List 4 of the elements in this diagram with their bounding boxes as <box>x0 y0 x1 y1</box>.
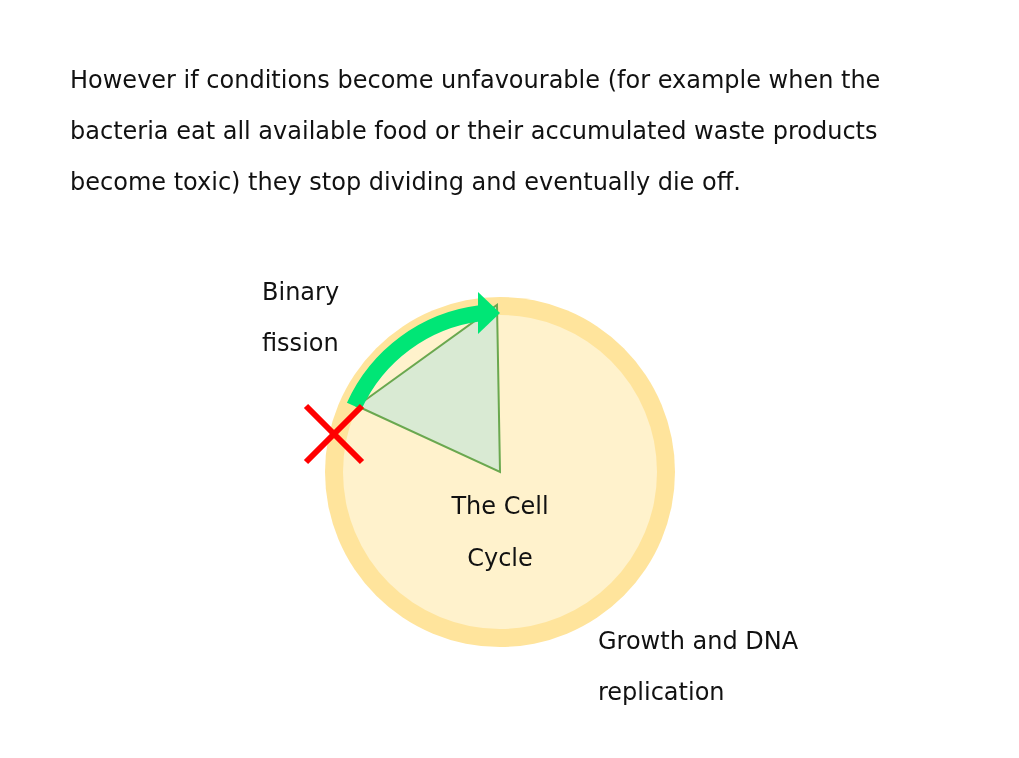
phase-label: Binary fission <box>262 277 341 359</box>
cycle-title: The Cell Cycle <box>450 491 550 574</box>
phase-label: Growth and DNA replication <box>598 626 800 708</box>
description-paragraph: However if conditions become unfavourable (for example when the bacteria eat all available food or their accumulated waste products become toxic) they stop dividing and eventually die off. <box>70 65 882 198</box>
